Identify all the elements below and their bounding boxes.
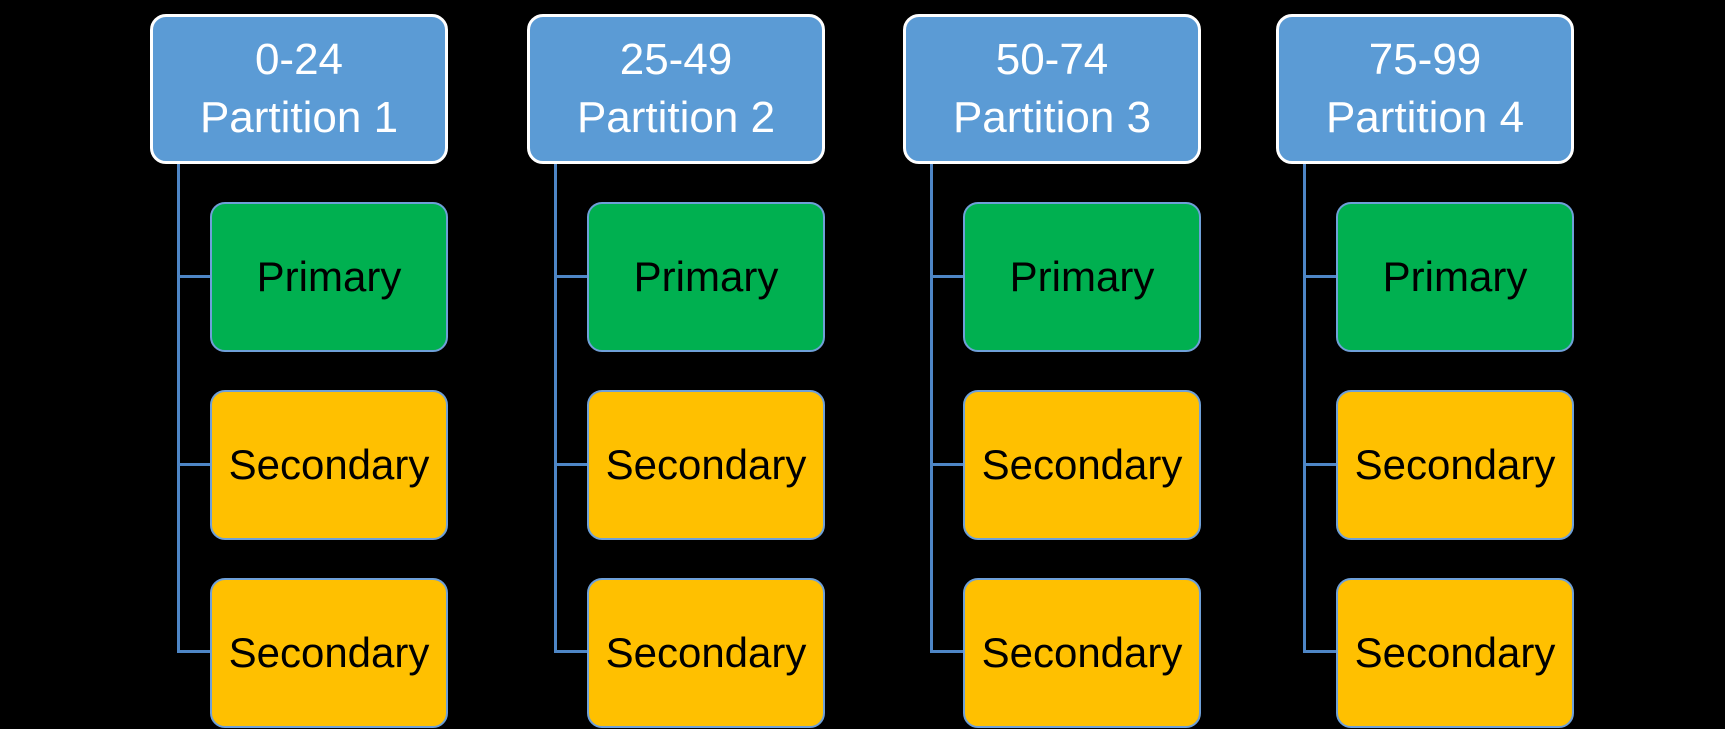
- partition-3-column: 50-74 Partition 3 Primary Secondary Seco…: [903, 0, 1201, 729]
- node-label: Secondary: [228, 629, 430, 676]
- node-label: Secondary: [981, 441, 1183, 488]
- node-label: Secondary: [1354, 629, 1556, 676]
- partition-4-title: Partition 4: [1325, 93, 1525, 142]
- partition-1-secondary-node-1: Secondary: [210, 390, 448, 540]
- partition-4-column: 75-99 Partition 4 Primary Secondary Seco…: [1276, 0, 1574, 729]
- node-label: Secondary: [605, 629, 807, 676]
- node-label: Primary: [633, 253, 779, 300]
- partition-3-range: 50-74: [995, 35, 1109, 84]
- partition-4-range: 75-99: [1368, 35, 1482, 84]
- partition-4-header: 75-99 Partition 4: [1276, 14, 1574, 164]
- connector-branch-line: [556, 650, 587, 653]
- node-label: Primary: [1009, 253, 1155, 300]
- partition-4-secondary-node-1: Secondary: [1336, 390, 1574, 540]
- connector-branch-line: [179, 463, 210, 466]
- partition-2-title: Partition 2: [576, 93, 776, 142]
- connector-vertical-line: [1303, 164, 1306, 653]
- connector-branch-line: [1305, 275, 1336, 278]
- connector-vertical-line: [930, 164, 933, 653]
- partition-1-secondary-node-2: Secondary: [210, 578, 448, 728]
- partition-2-secondary-node-2: Secondary: [587, 578, 825, 728]
- partition-1-title: Partition 1: [199, 93, 399, 142]
- connector-vertical-line: [554, 164, 557, 653]
- partition-4-primary-node: Primary: [1336, 202, 1574, 352]
- partition-2-secondary-node-1: Secondary: [587, 390, 825, 540]
- partition-2-header: 25-49 Partition 2: [527, 14, 825, 164]
- partition-2-primary-node: Primary: [587, 202, 825, 352]
- node-label: Primary: [1382, 253, 1528, 300]
- node-label: Secondary: [228, 441, 430, 488]
- node-label: Primary: [256, 253, 402, 300]
- connector-branch-line: [179, 650, 210, 653]
- partition-4-secondary-node-2: Secondary: [1336, 578, 1574, 728]
- connector-branch-line: [932, 275, 963, 278]
- node-label: Secondary: [1354, 441, 1556, 488]
- connector-branch-line: [1305, 650, 1336, 653]
- partition-2-column: 25-49 Partition 2 Primary Secondary Seco…: [527, 0, 825, 729]
- connector-branch-line: [932, 463, 963, 466]
- partition-1-primary-node: Primary: [210, 202, 448, 352]
- node-label: Secondary: [605, 441, 807, 488]
- partition-1-column: 0-24 Partition 1 Primary Secondary Secon…: [150, 0, 448, 729]
- connector-branch-line: [1305, 463, 1336, 466]
- partition-3-secondary-node-2: Secondary: [963, 578, 1201, 728]
- node-label: Secondary: [981, 629, 1183, 676]
- connector-vertical-line: [177, 164, 180, 653]
- partition-3-header: 50-74 Partition 3: [903, 14, 1201, 164]
- connector-branch-line: [932, 650, 963, 653]
- connector-branch-line: [179, 275, 210, 278]
- partition-1-header: 0-24 Partition 1: [150, 14, 448, 164]
- partition-2-range: 25-49: [619, 35, 733, 84]
- partition-3-title: Partition 3: [952, 93, 1152, 142]
- partition-3-primary-node: Primary: [963, 202, 1201, 352]
- connector-branch-line: [556, 275, 587, 278]
- partition-1-range: 0-24: [254, 35, 344, 84]
- partition-3-secondary-node-1: Secondary: [963, 390, 1201, 540]
- connector-branch-line: [556, 463, 587, 466]
